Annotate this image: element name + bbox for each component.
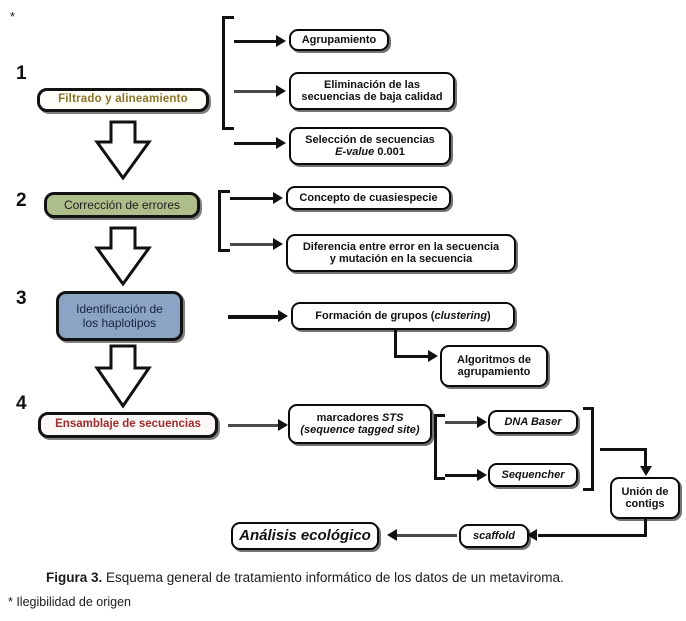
output-box-seleccion-line1: Selección de secuencias xyxy=(305,133,435,146)
figure-footnote: * Ilegibilidad de origen xyxy=(8,595,132,609)
hollow-down-arrow-2 xyxy=(94,226,152,287)
stage-box-filtrado-label: Filtrado y alineamiento xyxy=(58,93,188,106)
connector-tools-union-vertical xyxy=(644,448,647,470)
output-box-eliminacion-line2: secuencias de baja calidad xyxy=(301,91,443,103)
output-box-clustering[interactable]: Formación de grupos (clustering) xyxy=(291,302,515,330)
output-box-agrupamiento[interactable]: Agrupamiento xyxy=(289,29,389,51)
evalue-number: 0.001 xyxy=(374,146,405,158)
output-box-seleccion[interactable]: Selección de secuencias E-value 0.001 xyxy=(289,127,451,165)
stage-box-haplotipos-label-line2: los haplotipos xyxy=(82,316,157,330)
arrowhead-stage4-sts xyxy=(278,419,288,431)
arrowhead-stage1-out2 xyxy=(276,85,286,97)
figure-caption-label: Figura 3. xyxy=(46,570,103,585)
output-box-union-contigs[interactable]: Unión de contigs xyxy=(610,477,680,519)
stage-box-correccion[interactable]: Corrección de errores xyxy=(44,192,200,218)
connector-tools-union-horizontal xyxy=(600,448,647,451)
output-box-diferencia[interactable]: Diferencia entre error en la secuencia y… xyxy=(286,234,516,272)
arrowhead-analisis xyxy=(387,529,397,541)
illegibility-asterisk: * xyxy=(10,9,16,24)
connector-stage1-out2 xyxy=(234,90,277,93)
evalue-italic: E-value xyxy=(335,146,375,158)
output-box-algoritmos-line1: Algoritmos de xyxy=(457,353,531,366)
connector-sts-dnabaser xyxy=(445,421,479,424)
output-box-analisis-ecologico[interactable]: Análisis ecológico xyxy=(231,522,379,550)
stage-box-ensamblaje[interactable]: Ensamblaje de secuencias xyxy=(38,412,218,438)
stage-number-4: 4 xyxy=(16,393,27,414)
output-box-dna-baser-label: DNA Baser xyxy=(504,415,562,428)
arrowhead-stage1-out1 xyxy=(276,35,286,47)
connector-scaffold-analisis xyxy=(397,534,457,537)
arrowhead-stage2-out1 xyxy=(273,192,283,204)
output-box-clustering-label: Formación de grupos (clustering) xyxy=(309,310,496,322)
hollow-down-arrow-3 xyxy=(94,344,152,409)
stage-box-correccion-label: Corrección de errores xyxy=(63,197,181,212)
sts-line1-plain: marcadores xyxy=(316,411,383,424)
stage-box-haplotipos[interactable]: Identificación de los haplotipos xyxy=(56,291,183,341)
bracket-stage1 xyxy=(222,16,234,130)
output-box-sequencher[interactable]: Sequencher xyxy=(488,463,578,487)
bracket-stage2 xyxy=(218,190,230,252)
figure-caption-text: Esquema general de tratamiento informáti… xyxy=(102,570,564,585)
stage-number-2: 2 xyxy=(16,190,27,211)
clustering-suffix: ) xyxy=(487,309,491,322)
arrowhead-scaffold xyxy=(527,529,537,541)
arrowhead-stage1-out3 xyxy=(276,137,286,149)
connector-stage2-out2 xyxy=(230,243,275,246)
clustering-prefix: Formación de grupos ( xyxy=(315,309,435,322)
connector-sts-sequencher xyxy=(445,474,479,477)
bracket-tools-collect xyxy=(583,407,594,491)
connector-union-scaffold-horizontal xyxy=(538,534,646,537)
output-box-eliminacion[interactable]: Eliminación de las secuencias de baja ca… xyxy=(289,72,455,110)
connector-stage4-sts xyxy=(228,424,280,427)
stage-box-ensamblaje-label: Ensamblaje de secuencias xyxy=(55,418,201,431)
connector-union-scaffold-vertical xyxy=(644,519,647,537)
stage-box-filtrado[interactable]: Filtrado y alineamiento xyxy=(37,88,209,112)
output-box-sequencher-label: Sequencher xyxy=(501,468,565,481)
output-box-diferencia-line1: Diferencia entre error en la secuencia xyxy=(302,240,500,253)
hollow-down-arrow-1 xyxy=(94,120,152,181)
output-box-scaffold[interactable]: scaffold xyxy=(459,524,529,548)
output-box-cuasiespecie-label: Concepto de cuasiespecie xyxy=(299,191,438,204)
output-box-scaffold-label: scaffold xyxy=(473,529,515,542)
figure-caption: Figura 3. Esquema general de tratamiento… xyxy=(46,570,564,585)
stage-number-3: 3 xyxy=(16,288,27,309)
arrowhead-sequencher xyxy=(477,469,487,481)
output-box-diferencia-line2: y mutación en la secuencia xyxy=(329,253,473,265)
arrowhead-algoritmos xyxy=(428,350,438,362)
clustering-italic: clustering xyxy=(434,309,488,322)
elbow-horizontal-clustering xyxy=(394,355,430,358)
arrowhead-dnabaser xyxy=(477,416,487,428)
output-box-seleccion-line2: E-value 0.001 xyxy=(335,146,405,158)
bracket-sts-tools xyxy=(434,414,445,480)
connector-stage1-out1 xyxy=(234,40,277,43)
stage-number-1: 1 xyxy=(16,63,27,84)
output-box-dna-baser[interactable]: DNA Baser xyxy=(488,410,578,434)
stage-box-haplotipos-label-line1: Identificación de xyxy=(76,301,163,316)
output-box-union-contigs-line1: Unión de xyxy=(621,485,669,498)
connector-stage2-out1 xyxy=(230,197,275,200)
sts-line1-italic: STS xyxy=(382,411,404,424)
arrowhead-stage3-clustering xyxy=(278,310,288,322)
output-box-algoritmos[interactable]: Algoritmos de agrupamiento xyxy=(440,345,548,387)
elbow-vertical-clustering xyxy=(394,330,397,357)
connector-stage3-clustering xyxy=(228,315,280,319)
output-box-cuasiespecie[interactable]: Concepto de cuasiespecie xyxy=(286,186,451,210)
output-box-agrupamiento-label: Agrupamiento xyxy=(301,33,377,46)
output-box-eliminacion-line1: Eliminación de las xyxy=(324,78,420,91)
connector-stage1-out3 xyxy=(234,142,277,145)
output-box-analisis-ecologico-label: Análisis ecológico xyxy=(239,526,371,544)
output-box-sts[interactable]: marcadores STS (sequence tagged site) xyxy=(288,404,432,444)
output-box-algoritmos-line2: agrupamiento xyxy=(457,366,531,378)
arrowhead-stage2-out2 xyxy=(273,238,283,250)
output-box-union-contigs-line2: contigs xyxy=(625,498,665,510)
arrowhead-union xyxy=(640,466,652,476)
output-box-sts-line2: (sequence tagged site) xyxy=(300,424,420,436)
output-box-sts-line1: marcadores STS xyxy=(317,412,404,424)
